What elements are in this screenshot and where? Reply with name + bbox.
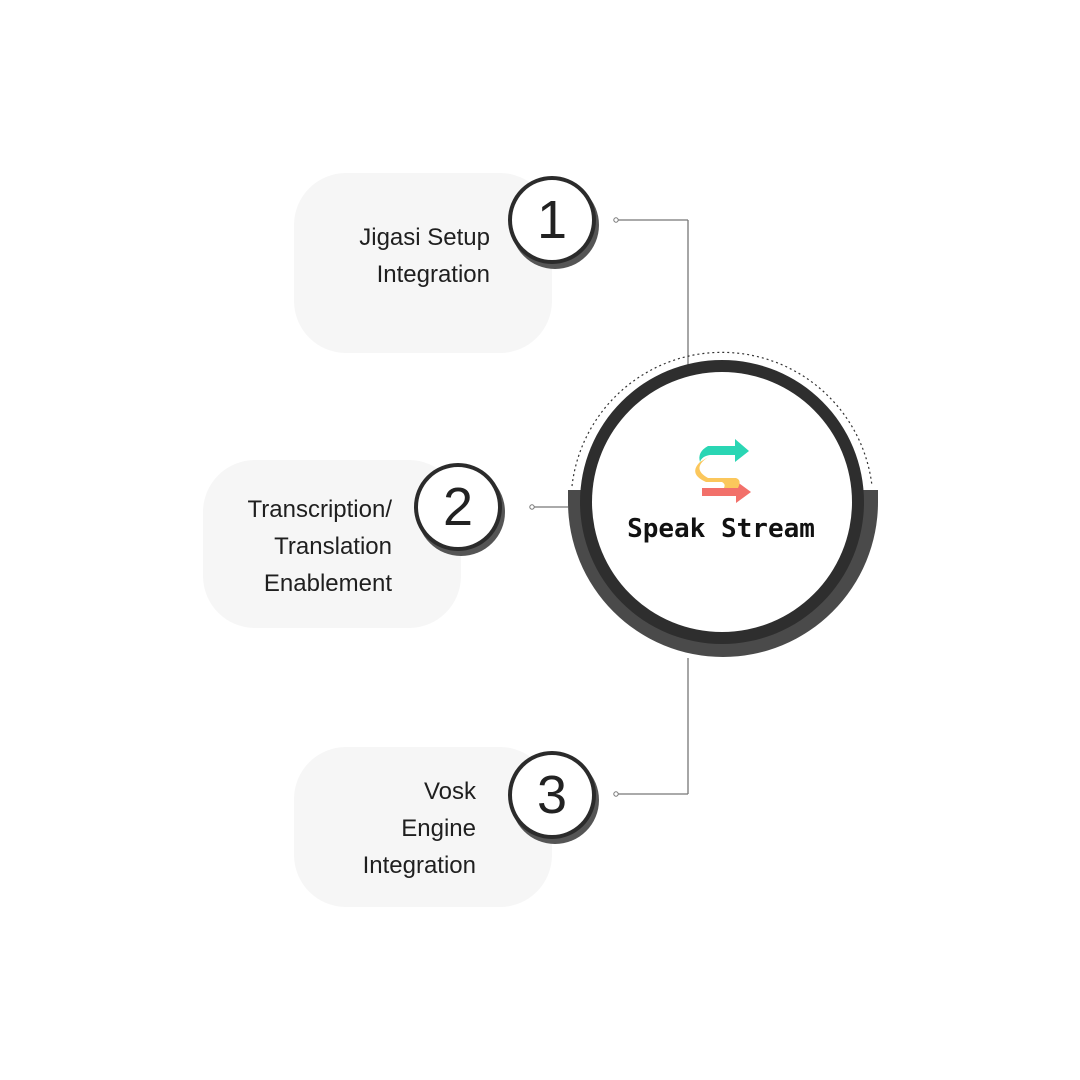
step-label-1-line-1: Jigasi Setup	[359, 224, 490, 251]
hub-title: Speak Stream	[627, 514, 815, 544]
step-card-3	[294, 747, 552, 907]
step-number-badge-3: 3	[508, 751, 596, 839]
step-card-1	[294, 173, 552, 353]
step-label-1-line-2: Integration	[376, 261, 490, 288]
hub-face	[592, 372, 852, 632]
step-label-3-line-1: Vosk	[423, 778, 476, 805]
step-label-2-line-3: Enablement	[263, 570, 392, 597]
step-label-3: Vosk Engine Integration	[363, 773, 476, 884]
step-label-3-line-2: Engine	[401, 815, 476, 842]
step-number-badge-1: 1	[508, 176, 596, 264]
connector-step-1	[613, 217, 689, 366]
step-number-badge-2: 2	[414, 463, 502, 551]
connector-step-3	[613, 658, 689, 797]
step-label-2-line-2: Translation	[274, 533, 392, 560]
hub-dotted-arc	[571, 351, 873, 487]
step-label-2: Transcription/ Translation Enablement	[248, 491, 393, 602]
step-label-2-line-1: Transcription/	[247, 496, 393, 523]
step-label-3-line-3: Integration	[362, 852, 476, 879]
speak-stream-s-arrows-icon	[695, 439, 751, 503]
step-label-1: Jigasi Setup Integration	[359, 219, 490, 293]
connector-step-2	[529, 504, 568, 510]
